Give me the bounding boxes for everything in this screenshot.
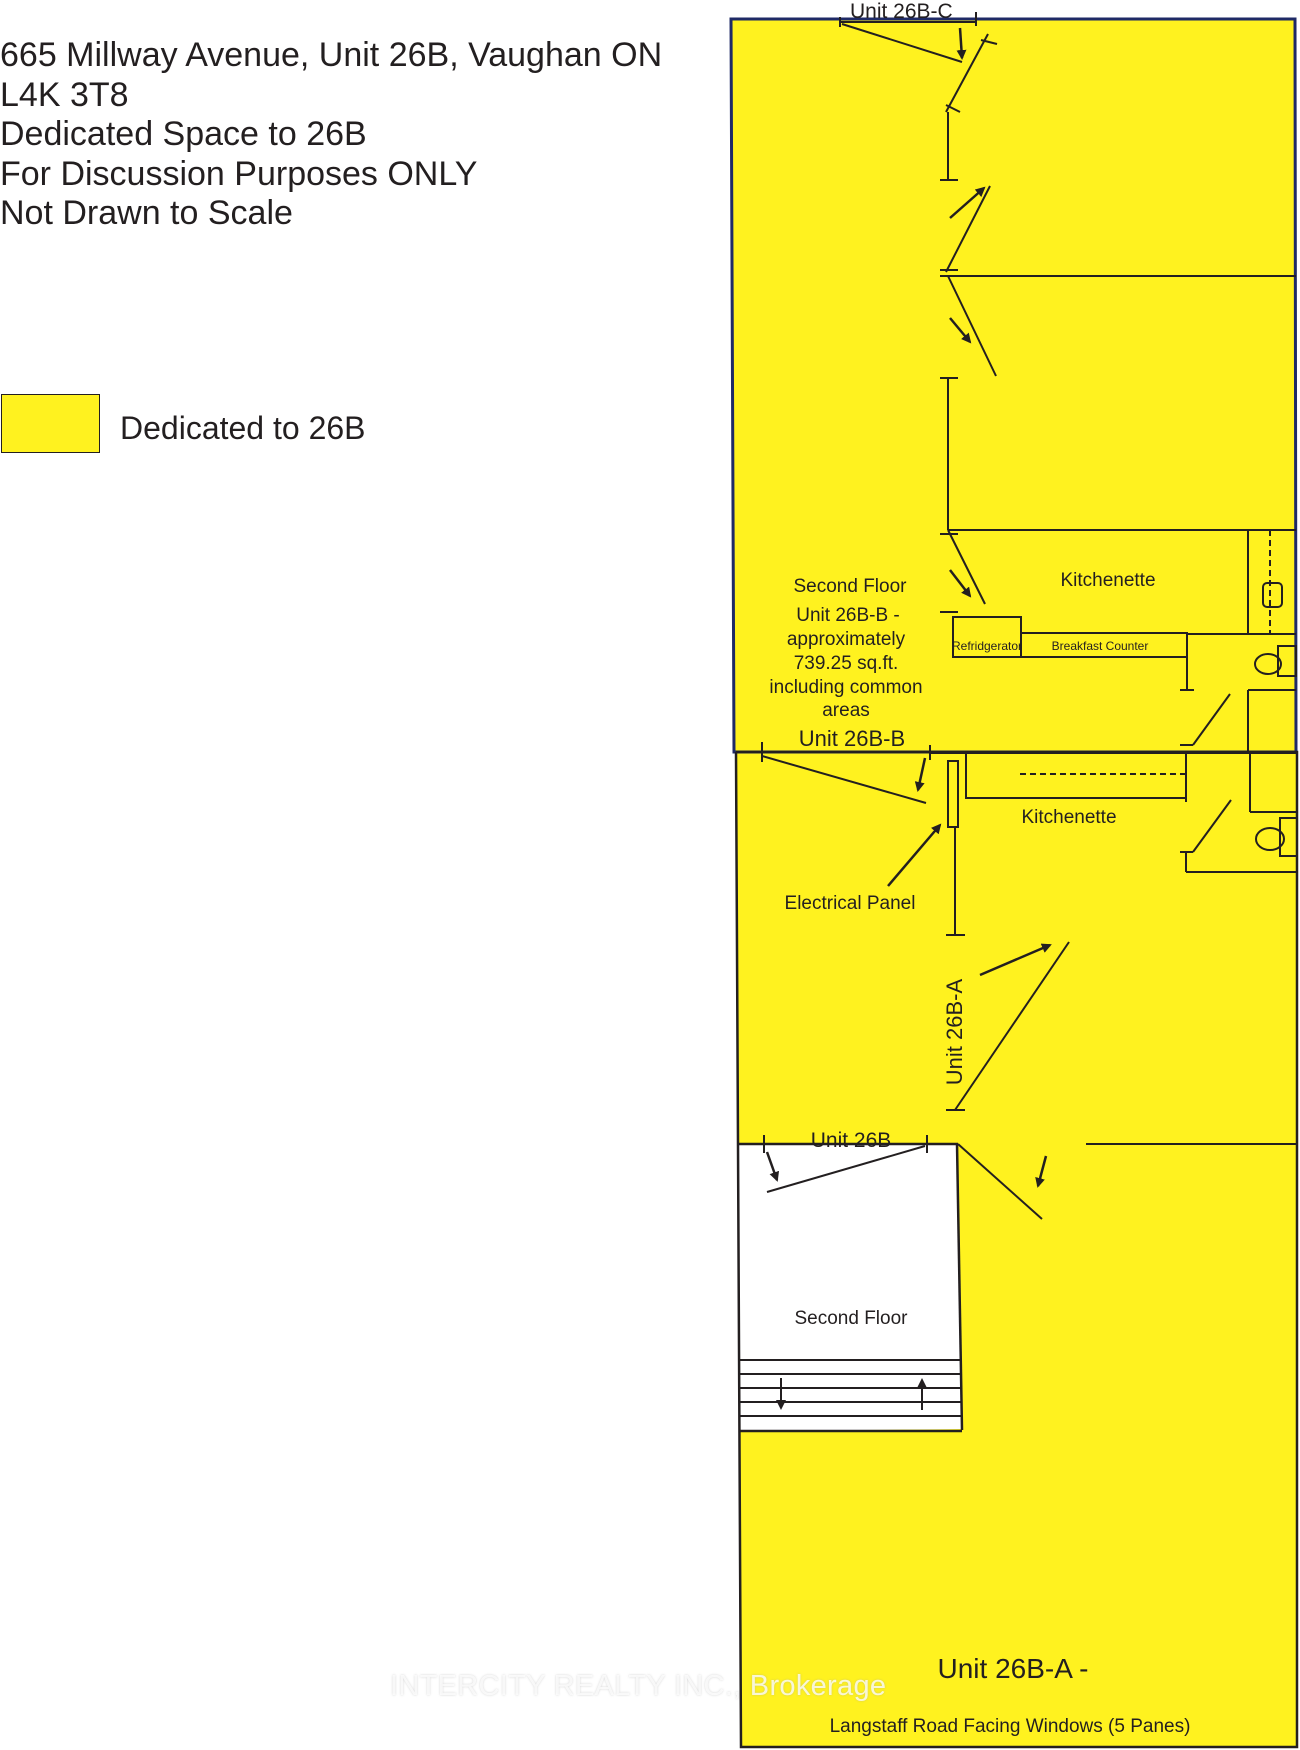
label-electrical-panel: Electrical Panel xyxy=(785,893,916,914)
label-second-floor-stairs: Second Floor xyxy=(794,1308,908,1329)
label-unit-26b-b-desc-2: approximately xyxy=(787,629,906,650)
label-unit-26b-b-desc-1: Unit 26B-B - xyxy=(796,605,899,626)
staircase xyxy=(740,1359,961,1417)
label-kitchenette-lower: Kitchenette xyxy=(1021,807,1116,828)
label-unit-26b-c: Unit 26B-C xyxy=(850,0,953,23)
label-breakfast-counter: Breakfast Counter xyxy=(1052,639,1149,653)
label-unit-26b-b-desc-3: 739.25 sq.ft. xyxy=(794,653,899,674)
label-kitchenette-upper: Kitchenette xyxy=(1060,570,1155,591)
label-unit-26b-a-vertical: Unit 26B-A xyxy=(942,978,967,1085)
address-line: 665 Millway Avenue, Unit 26B, Vaughan ON xyxy=(0,36,663,74)
dedicated-space-line: Dedicated Space to 26B xyxy=(0,115,367,153)
dedicated-area xyxy=(731,19,1297,1747)
watermark: INTERCITY REALTY INC., Brokerage xyxy=(390,1670,887,1702)
legend-label: Dedicated to 26B xyxy=(120,410,366,446)
not-to-scale-line: Not Drawn to Scale xyxy=(0,194,293,232)
label-unit-26b-b-desc-5: areas xyxy=(822,700,870,721)
upper-partitions xyxy=(839,12,1297,752)
label-windows: Langstaff Road Facing Windows (5 Panes) xyxy=(830,1716,1191,1737)
label-unit-26b: Unit 26B xyxy=(811,1129,892,1152)
discussion-purposes-line: For Discussion Purposes ONLY xyxy=(0,154,478,193)
plan-header: 665 Millway Avenue, Unit 26B, Vaughan ON… xyxy=(0,36,662,234)
label-unit-26b-b-desc-4: including common xyxy=(769,677,922,698)
label-second-floor-b: Second Floor xyxy=(793,576,907,597)
label-refrigerator: Refridgerator xyxy=(952,639,1022,653)
legend-swatch xyxy=(1,394,100,453)
label-unit-26b-b: Unit 26B-B xyxy=(799,726,905,751)
postal-code-line: L4K 3T8 xyxy=(0,75,129,114)
door-arrows xyxy=(765,27,1052,1188)
lower-partitions xyxy=(761,742,1298,1220)
label-unit-26b-a: Unit 26B-A - xyxy=(938,1653,1089,1684)
